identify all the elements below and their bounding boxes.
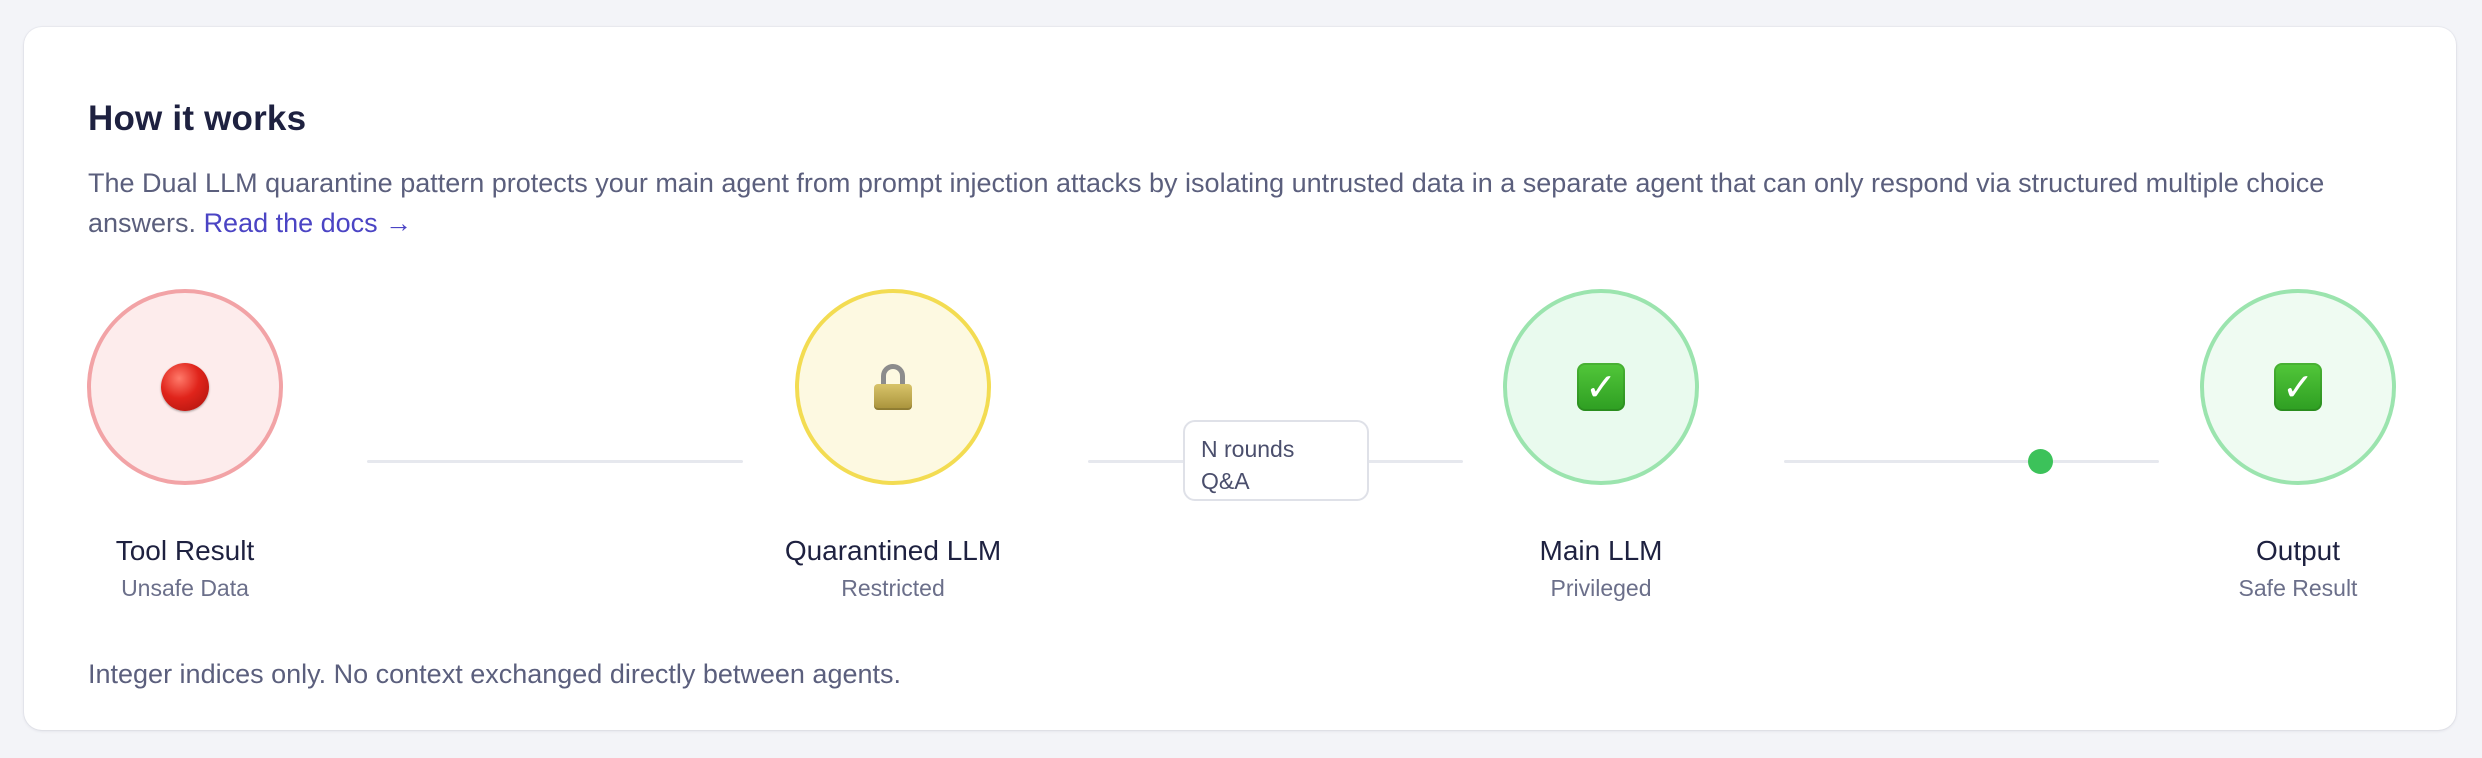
- read-docs-link[interactable]: Read the docs →: [203, 208, 413, 238]
- red-circle-icon: [161, 363, 209, 411]
- flow-progress-dot: [2028, 449, 2053, 474]
- output-label: Output: [2255, 535, 2341, 566]
- output-node: ✓: [2200, 289, 2396, 485]
- bubble-line-2: Q&A: [1201, 468, 1250, 494]
- main-llm-label: Main LLM: [1539, 535, 1663, 566]
- tool-result-sublabel: Unsafe Data: [121, 575, 249, 601]
- lock-icon: [874, 364, 912, 410]
- tool-result-node: [87, 289, 283, 485]
- card-title: How it works: [88, 99, 307, 138]
- bubble-line-1: N rounds: [1201, 436, 1295, 462]
- main-llm-node: ✓: [1503, 289, 1699, 485]
- rounds-qa-bubble: N rounds Q&A: [1183, 420, 1369, 501]
- footer-note: Integer indices only. No context exchang…: [88, 659, 901, 689]
- description-text: The Dual LLM quarantine pattern protects…: [88, 168, 2325, 238]
- check-mark-icon: ✓: [1577, 363, 1625, 411]
- connector-line-1: [367, 460, 743, 463]
- quarantined-llm-sublabel: Restricted: [841, 575, 945, 601]
- main-llm-sublabel: Privileged: [1550, 575, 1652, 601]
- tool-result-label: Tool Result: [115, 535, 255, 566]
- how-it-works-card: How it works The Dual LLM quarantine pat…: [24, 27, 2456, 730]
- quarantined-llm-node: [795, 289, 991, 485]
- check-mark-icon: ✓: [2274, 363, 2322, 411]
- quarantined-llm-label: Quarantined LLM: [784, 535, 1002, 566]
- connector-line-3: [1784, 460, 2159, 463]
- card-description: The Dual LLM quarantine pattern protects…: [88, 163, 2418, 243]
- output-sublabel: Safe Result: [2238, 575, 2358, 601]
